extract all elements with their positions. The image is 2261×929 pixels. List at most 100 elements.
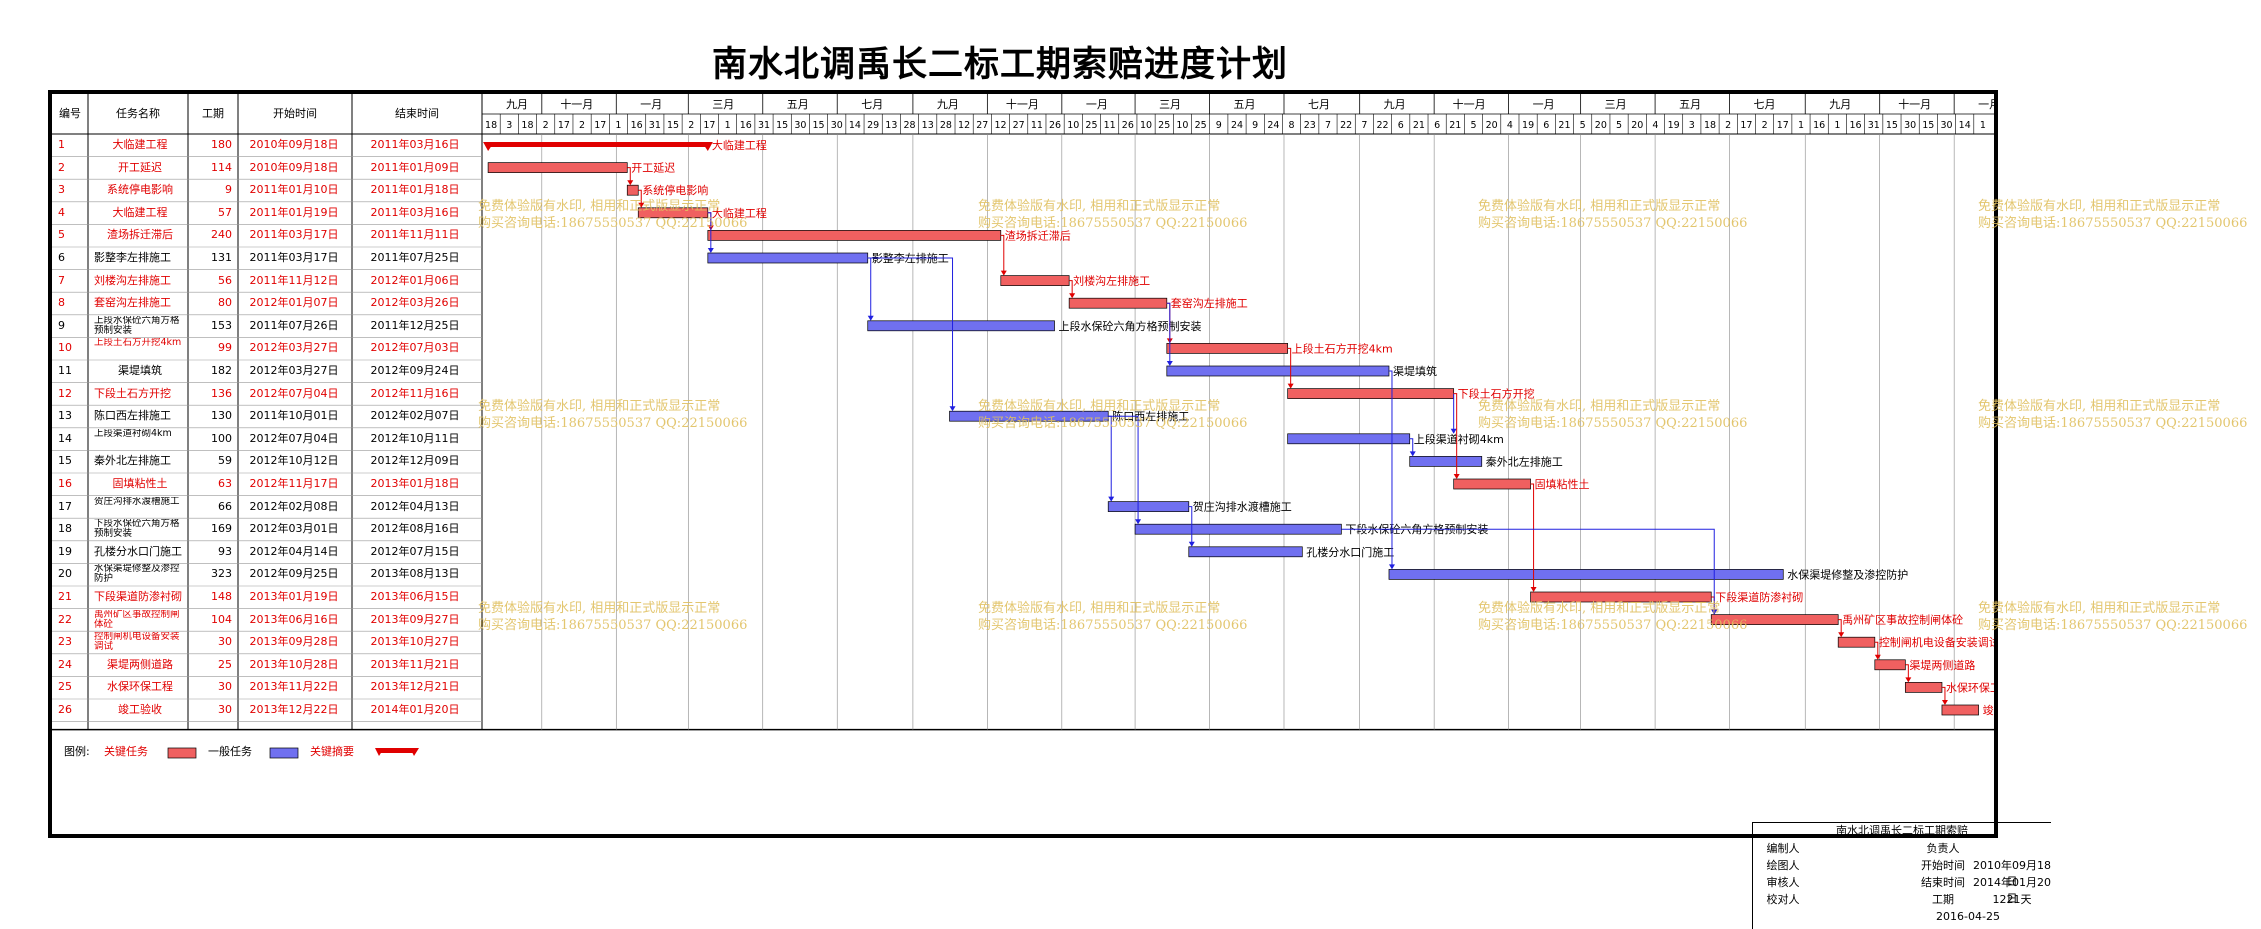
day-label: 30 bbox=[794, 120, 806, 131]
dependency-arrow bbox=[1108, 496, 1115, 502]
critical-task-bar bbox=[1530, 591, 1712, 603]
task-duration: 9 bbox=[225, 183, 232, 197]
task-start: 2012年09月25日 bbox=[249, 567, 339, 581]
task-duration: 104 bbox=[211, 612, 232, 626]
legend-summary-swatch bbox=[380, 748, 414, 753]
watermark-line1: 免费体验版有水印, 相用和正式版显示正常 bbox=[978, 601, 1221, 616]
day-label: 16 bbox=[631, 120, 643, 131]
task-name: 下段水保砼六角方格预制安装 bbox=[94, 519, 180, 540]
dependency-arrow bbox=[1135, 519, 1142, 525]
month-label: 一月 bbox=[640, 98, 662, 111]
task-duration: 30 bbox=[218, 635, 232, 649]
task-duration: 80 bbox=[218, 296, 232, 310]
task-duration: 99 bbox=[218, 341, 232, 355]
legend-normal-swatch bbox=[269, 747, 299, 759]
info-label: 负责人 bbox=[1926, 842, 1960, 855]
legend-label: 图例: bbox=[64, 745, 90, 758]
legend-summary-marker bbox=[375, 748, 384, 756]
day-label: 12 bbox=[994, 120, 1006, 131]
dependency-arrow bbox=[1188, 541, 1195, 547]
watermark-line2: 购买咨询电话:18675550537 QQ:22150066 bbox=[1978, 416, 2248, 431]
task-bar-label: 渣场拆迁滞后 bbox=[1005, 228, 1071, 242]
info-title: 南水北调禹长二标工期索赔 bbox=[1836, 824, 1968, 837]
task-duration: 30 bbox=[218, 680, 232, 694]
task-id: 15 bbox=[58, 454, 72, 468]
info-label: 工期 bbox=[1932, 893, 1954, 906]
task-name: 固填粘性土 bbox=[112, 477, 168, 490]
day-label: 2 bbox=[543, 120, 549, 131]
task-end: 2011年03月16日 bbox=[370, 138, 460, 151]
month-label: 五月 bbox=[787, 98, 809, 111]
task-start: 2012年03月01日 bbox=[249, 522, 339, 536]
dependency-link bbox=[1941, 686, 1946, 704]
day-label: 1 bbox=[725, 120, 731, 131]
watermark-line2: 购买咨询电话:18675550537 QQ:22150066 bbox=[1478, 216, 1748, 231]
watermark-line1: 免费体验版有水印, 相用和正式版显示正常 bbox=[1478, 399, 1721, 414]
summary-end-marker bbox=[701, 142, 713, 151]
day-label: 15 bbox=[813, 120, 825, 131]
watermark-line2: 购买咨询电话:18675550537 QQ:22150066 bbox=[478, 216, 748, 231]
day-label: 1 bbox=[615, 120, 621, 131]
task-id: 24 bbox=[58, 657, 72, 671]
day-label: 1 bbox=[1834, 120, 1840, 131]
task-bar-label: 刘楼沟左排施工 bbox=[1073, 274, 1150, 288]
month-label: 五月 bbox=[1234, 98, 1256, 111]
task-id: 13 bbox=[58, 409, 72, 423]
dependency-link bbox=[1874, 641, 1879, 659]
day-label: 18 bbox=[485, 120, 497, 131]
task-end: 2011年01月18日 bbox=[370, 183, 460, 197]
day-label: 12 bbox=[958, 120, 970, 131]
dependency-link bbox=[707, 212, 712, 252]
task-name: 上段土石方开挖4km bbox=[94, 338, 182, 349]
task-duration: 57 bbox=[218, 205, 232, 219]
task-start: 2012年11月17日 bbox=[249, 477, 339, 490]
task-name: 上段水保砼六角方格预制安装 bbox=[94, 315, 180, 336]
task-name: 大临建工程 bbox=[112, 138, 168, 151]
month-label: 九月 bbox=[1384, 98, 1406, 111]
normal-task-bar bbox=[707, 252, 869, 264]
day-label: 2 bbox=[1725, 120, 1731, 131]
task-start: 2012年03月27日 bbox=[249, 341, 339, 355]
month-label: 十一月 bbox=[1006, 97, 1039, 111]
dependency-arrow bbox=[1388, 564, 1395, 570]
day-label: 27 bbox=[976, 120, 988, 131]
header-duration: 工期 bbox=[202, 107, 224, 120]
day-label: 5 bbox=[1580, 120, 1586, 131]
dependency-arrow bbox=[1874, 654, 1881, 660]
dependency-link bbox=[1287, 347, 1292, 388]
critical-task-bar bbox=[487, 162, 628, 173]
dependency-link bbox=[638, 189, 642, 207]
task-end: 2013年09月27日 bbox=[370, 612, 460, 626]
day-label: 31 bbox=[758, 120, 770, 131]
task-bar-label: 大临建工程 bbox=[712, 206, 767, 220]
dependency-arrow bbox=[638, 202, 645, 208]
month-label: 十一月 bbox=[560, 97, 593, 111]
task-id: 4 bbox=[58, 205, 65, 219]
task-name: 禹州矿区事故控制闸体砼 bbox=[94, 609, 180, 630]
task-bar-label: 禹州矿区事故控制闸体砼 bbox=[1842, 613, 1963, 627]
day-label: 26 bbox=[1122, 120, 1134, 131]
task-name: 陈口西左排施工 bbox=[94, 409, 171, 423]
task-name: 渣场拆迁滞后 bbox=[107, 228, 173, 242]
task-end: 2013年06月15日 bbox=[370, 590, 460, 603]
day-label: 16 bbox=[1850, 120, 1862, 131]
watermark-line2: 购买咨询电话:18675550537 QQ:22150066 bbox=[478, 416, 748, 431]
day-label: 10 bbox=[1067, 120, 1079, 131]
task-end: 2012年07月15日 bbox=[370, 544, 460, 558]
day-label: 17 bbox=[703, 120, 715, 131]
critical-task-bar bbox=[1904, 682, 1943, 693]
day-label: 14 bbox=[849, 120, 861, 131]
task-start: 2013年09月28日 bbox=[249, 635, 339, 649]
dependency-link bbox=[1838, 619, 1842, 637]
task-start: 2010年09月18日 bbox=[249, 138, 339, 151]
task-id: 2 bbox=[58, 160, 65, 174]
month-label: 一月 bbox=[1533, 98, 1555, 111]
day-label: 19 bbox=[1668, 120, 1680, 131]
task-bar-label: 竣工验收 bbox=[1983, 703, 1994, 717]
day-label: 21 bbox=[1558, 120, 1570, 131]
day-label: 6 bbox=[1434, 120, 1440, 131]
task-end: 2011年11月11日 bbox=[370, 228, 460, 242]
task-start: 2012年02月08日 bbox=[249, 499, 339, 513]
task-duration: 130 bbox=[211, 409, 232, 423]
day-label: 24 bbox=[1267, 120, 1279, 131]
